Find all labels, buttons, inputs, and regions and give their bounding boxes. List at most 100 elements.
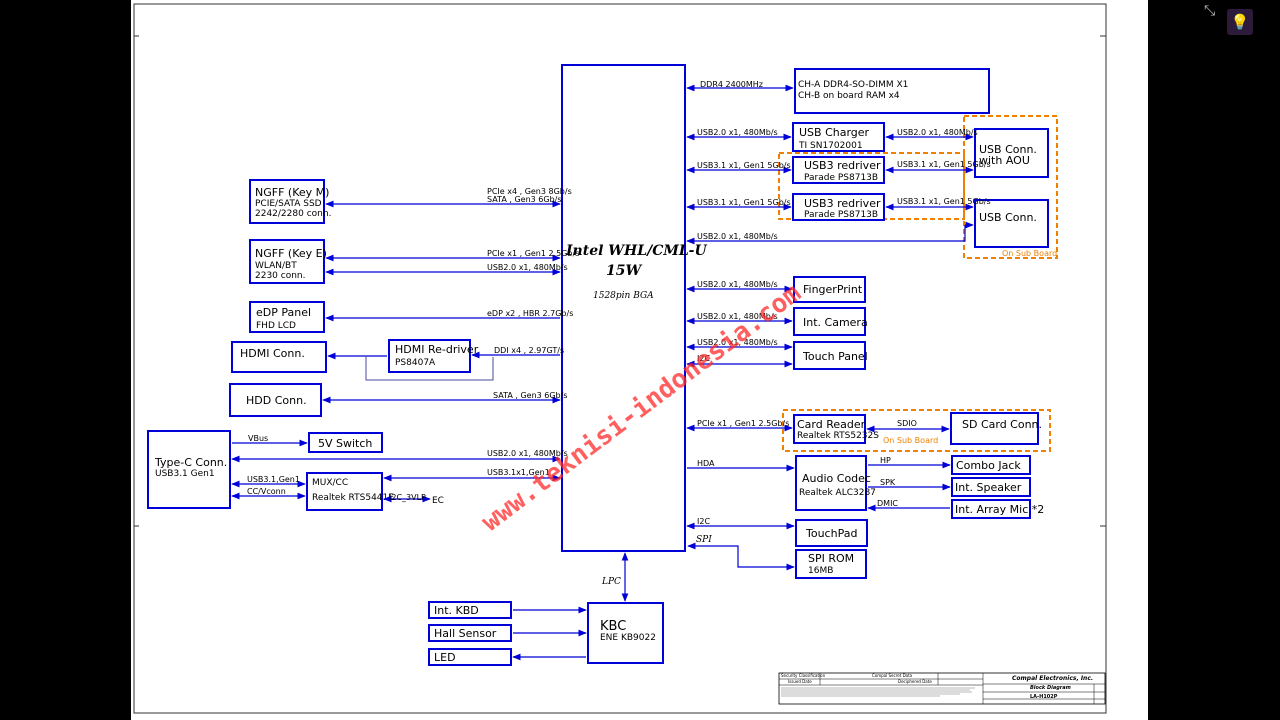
card-reader-part: Realtek RTS5232S (797, 431, 879, 441)
usb-charger-title: USB Charger (799, 126, 870, 139)
bus-label: PCIe x1 , Gen1 2.5Gb/s (487, 249, 579, 258)
bus-label: SDIO (897, 419, 917, 428)
bus-label: DDR4 2400MHz (700, 80, 763, 89)
bus-label: SPI (696, 535, 712, 545)
usb3-redriver-title: USB3 redriver (804, 159, 881, 172)
bus-label: I2C (697, 354, 710, 363)
camera-block (793, 307, 866, 336)
usb3-redriver-part: Parade PS8713B (804, 210, 878, 220)
bus-label: I2C (697, 517, 710, 526)
ngff-key-m-line3: 2242/2280 conn. (255, 209, 331, 219)
bus-label: PCIe x1 , Gen1 2.5Gb/s (697, 419, 789, 428)
bus-label: LPC (601, 577, 621, 587)
mux-cc-part: Realtek RTS5441E (312, 493, 394, 503)
led-block (428, 648, 512, 666)
touch-panel-block (793, 341, 866, 370)
ddr-line1: CH-A DDR4-SO-DIMM X1 (798, 80, 908, 90)
usb-conn-aou-title: USB Conn. (979, 143, 1037, 156)
card-reader-title: Card Reader (797, 418, 866, 431)
hdmi-conn-title: HDMI Conn. (240, 347, 305, 360)
array-mic-title: Int. Array Mic *2 (955, 503, 1044, 516)
security-classification-label: Security Classification (781, 673, 826, 678)
bus-label: VBus (248, 434, 268, 443)
hdd-conn-block (229, 383, 322, 417)
usb3-redriver-part: Parade PS8713B (804, 173, 878, 183)
type-c-title: Type-C Conn. (154, 456, 227, 469)
bus-label: PCIe x4 , Gen3 8Gb/s (487, 187, 572, 196)
bus-label: DDI x4 , 2.97GT/s (494, 346, 564, 355)
audio-codec-block (795, 455, 867, 511)
spi-rom-size: 16MB (808, 566, 833, 576)
5v-switch-title: 5V Switch (318, 437, 372, 450)
int-kbd-block (428, 601, 512, 619)
bus-label: USB2.0 x1, 480Mb/s (487, 263, 568, 272)
bus-label: USB3.1 x1, Gen1 5Gb/s (897, 160, 991, 169)
kbc-block (587, 602, 664, 664)
hdmi-redriver-title: HDMI Re-driver (395, 343, 479, 356)
ddr-line2: CH-B on board RAM x4 (798, 91, 900, 101)
hall-sensor-block (428, 624, 512, 642)
ngff-key-e-title: NGFF (Key E) (255, 247, 327, 260)
bus-label: HP (880, 456, 891, 465)
sub-board-label: On Sub Board (883, 436, 938, 445)
bus-label: USB3.1,Gen1 (247, 475, 300, 484)
usb3-redriver-title: USB3 redriver (804, 197, 881, 210)
usb-conn-aou-subtitle: with AOU (979, 154, 1030, 167)
combo-jack-block (951, 455, 1031, 475)
usb3-redriver-block (792, 156, 885, 184)
speaker-block (951, 477, 1031, 497)
document-title: Block Diagram (1030, 685, 1071, 691)
deciphered-date-label: Deciphered Date (898, 679, 932, 684)
edp-panel-title: eDP Panel (256, 306, 311, 319)
bus-label: USB2.0 x1, 480Mb/s (697, 312, 778, 321)
touch-panel-title: Touch Panel (802, 350, 868, 363)
kbc-part: ENE KB9022 (600, 633, 656, 643)
touchpad-title: TouchPad (805, 527, 857, 540)
bus-label: USB3.1x1,Gen1 (487, 468, 550, 477)
camera-title: Int. Camera (803, 316, 868, 329)
bus-label: CC/Vconn (247, 487, 286, 496)
bus-label: eDP x2 , HBR 2.7Gb/s (487, 309, 573, 318)
usb-conn-block (974, 199, 1049, 248)
bus-label: HDA (697, 459, 715, 468)
audio-codec-part: Realtek ALC3287 (799, 488, 876, 498)
ngff-key-m-title: NGFF (Key M) (255, 186, 329, 199)
cpu-title: Intel WHL/CML-U (565, 243, 707, 259)
ngff-key-m-line2: PCIE/SATA SSD (255, 199, 322, 209)
speaker-title: Int. Speaker (955, 481, 1022, 494)
bus-label: USB2.0 x1, 480Mb/s (697, 128, 778, 137)
kbc-title: KBC (600, 619, 626, 634)
issued-date-label: Issued Date (788, 679, 812, 684)
secret-data-label: Compal Secret Data (872, 673, 913, 678)
usb-conn-aou-block (974, 128, 1049, 178)
company-name: Compal Electronics, Inc. (1012, 675, 1093, 682)
bus-label: USB3.1 x1, Gen1 5Gb/s (697, 198, 791, 207)
bus-label: USB2.0 x1, 480Mb/s (697, 338, 778, 347)
audio-codec-title: Audio Codec (802, 472, 871, 485)
usb-charger-part: TI SN1702001 (798, 141, 863, 151)
fingerprint-block (793, 276, 866, 303)
bus-label: USB2.0 x1, 480Mb/s (697, 232, 778, 241)
bus-label: USB2.0 x1, 480Mb/s (487, 449, 568, 458)
ngff-key-e-line2: WLAN/BT (255, 261, 297, 271)
ngff-key-m-block (249, 179, 325, 224)
usb-conn-title: USB Conn. (979, 211, 1037, 224)
ngff-key-e-block (249, 239, 325, 284)
edp-panel-block (249, 301, 325, 333)
fullscreen-icon[interactable]: ⤡ (1204, 3, 1216, 19)
ec-label: EC (432, 496, 444, 506)
hdmi-redriver-part: PS8407A (395, 358, 436, 368)
bus-label: USB3.1 x1, Gen1 5Gb/s (897, 197, 991, 206)
type-c-conn-block (147, 430, 231, 509)
int-kbd-title: Int. KBD (434, 604, 479, 617)
fingerprint-title: FingerPrint (803, 283, 863, 296)
cpu-power: 15W (606, 263, 642, 279)
bus-label: USB2.0 x1, 480Mb/s (697, 280, 778, 289)
lightbulb-icon[interactable]: 💡 (1227, 9, 1253, 35)
sd-card-conn-title: SD Card Conn. (962, 418, 1042, 431)
hdmi-redriver-block (388, 339, 471, 373)
usb-charger-block (792, 122, 885, 152)
sheet-border (133, 3, 1107, 714)
combo-jack-title: Combo Jack (956, 459, 1021, 472)
